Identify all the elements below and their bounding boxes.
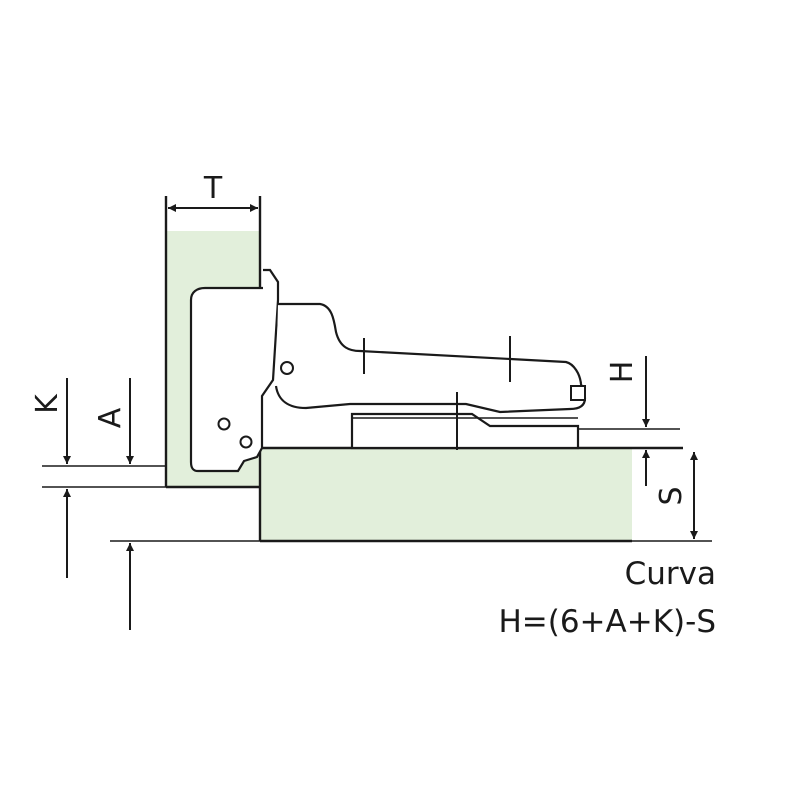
label-a: A (93, 407, 128, 428)
formula-caption: H=(6+A+K)-S (498, 604, 716, 640)
screw-hole (217, 417, 231, 431)
hinge-arm (274, 302, 587, 414)
dimension-k: K (30, 378, 71, 578)
reference-lines-left (42, 465, 260, 542)
label-t: T (203, 171, 223, 206)
label-h: H (605, 361, 640, 384)
dimension-t: T (168, 171, 258, 212)
dimension-h: H (605, 356, 650, 486)
mounting-plate (350, 412, 580, 450)
dimension-s: S (632, 452, 712, 542)
hinge-cup (189, 268, 280, 473)
label-s: S (654, 486, 689, 505)
adjustment-screw (570, 385, 586, 401)
hinge-type-caption: Curva (624, 556, 716, 592)
cabinet-panel (260, 448, 632, 541)
screw-hole (280, 361, 294, 375)
dimension-a: A (93, 378, 134, 630)
label-k: K (30, 393, 65, 414)
arm-ticks (363, 336, 511, 450)
screw-hole (239, 435, 253, 449)
